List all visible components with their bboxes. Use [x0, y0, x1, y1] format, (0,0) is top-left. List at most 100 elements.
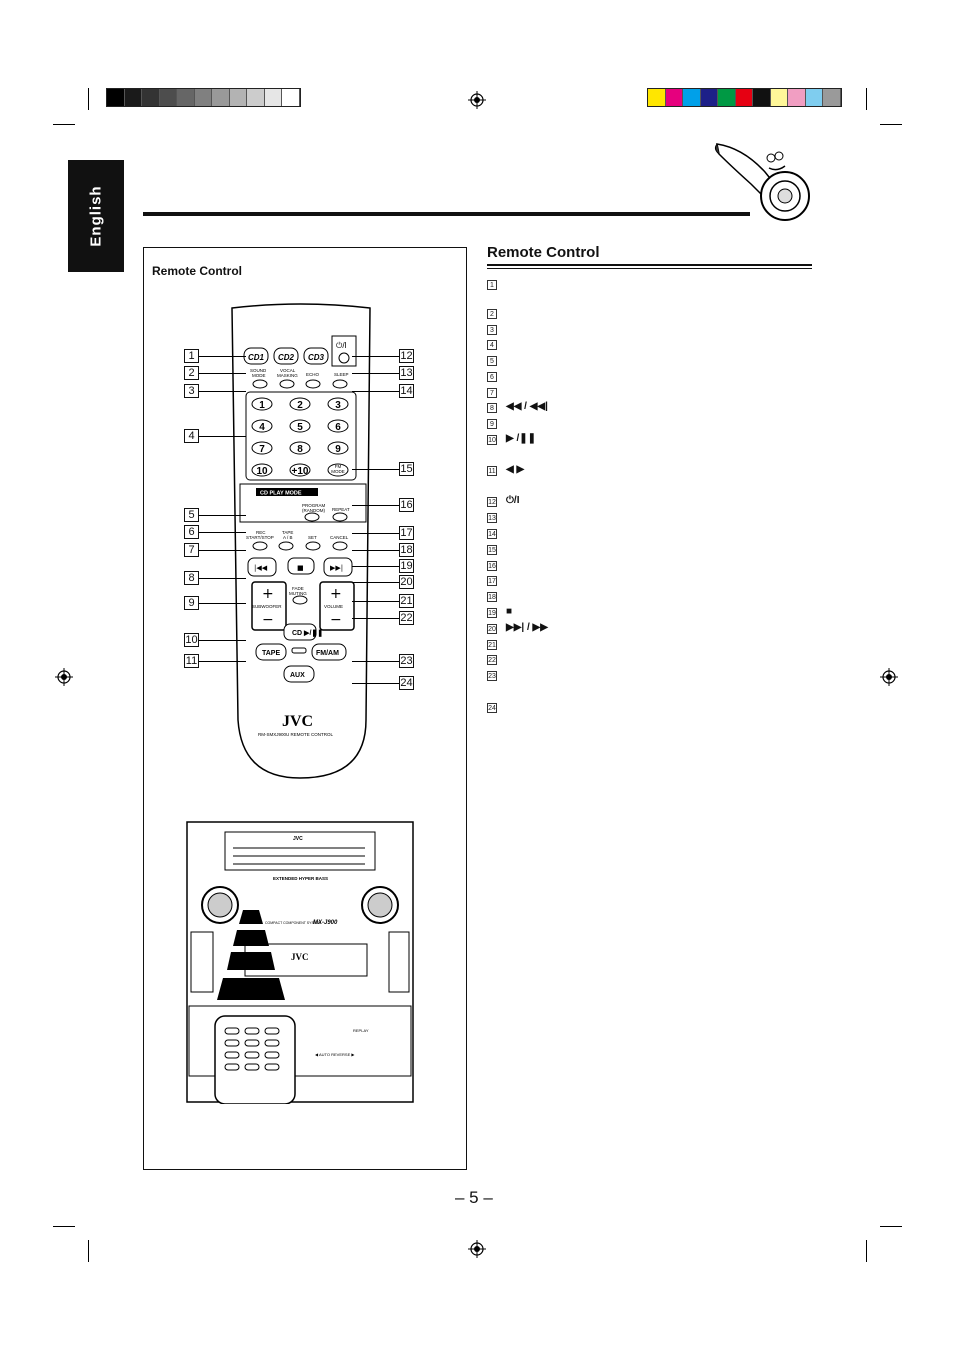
svg-text:1: 1	[259, 400, 265, 411]
color-swatch	[823, 89, 841, 106]
callout-line	[352, 661, 399, 662]
callout-number: 13	[399, 366, 414, 380]
callout-number: 23	[399, 654, 414, 668]
item-number: 14	[487, 529, 497, 539]
item-glyph: ▶ /❚❚	[506, 433, 537, 444]
gray-swatch	[247, 89, 265, 106]
svg-text:2: 2	[297, 400, 303, 411]
svg-text:5: 5	[297, 422, 303, 433]
svg-text:3: 3	[335, 400, 341, 411]
svg-text:■: ■	[297, 564, 304, 572]
svg-text:PROGRAM: PROGRAM	[302, 503, 326, 508]
callout-line	[352, 683, 399, 684]
callout-number: 15	[399, 462, 414, 476]
item-number: 11	[487, 466, 497, 476]
color-swatch	[753, 89, 771, 106]
language-tab-label: English	[87, 185, 105, 247]
callout-line	[352, 601, 399, 602]
color-swatch	[788, 89, 806, 106]
language-tab: English	[68, 160, 124, 272]
item-number: 10	[487, 435, 497, 445]
crop-mark	[880, 1226, 902, 1227]
header-rule	[143, 212, 750, 216]
callout-line	[199, 550, 246, 551]
svg-text:+: +	[330, 586, 342, 602]
svg-text:VOCAL: VOCAL	[280, 368, 296, 373]
registration-mark-icon	[468, 1240, 486, 1258]
color-swatch	[718, 89, 736, 106]
svg-text:FM/AM: FM/AM	[316, 650, 339, 657]
item-number: 23	[487, 671, 497, 681]
gray-swatch	[194, 89, 212, 106]
callout-line	[199, 603, 246, 604]
callout-line	[199, 373, 246, 374]
svg-text:REPEAT: REPEAT	[332, 507, 350, 512]
callout-number: 14	[399, 384, 414, 398]
svg-text:TAPE: TAPE	[282, 530, 293, 535]
item-glyph: ■	[506, 606, 513, 617]
color-scale-strip	[647, 88, 842, 107]
section-rule	[487, 268, 812, 269]
callout-line	[199, 515, 246, 516]
gray-swatch	[212, 89, 230, 106]
callout-number: 8	[184, 571, 199, 585]
section-title: Remote Control	[487, 244, 600, 261]
callout-number: 12	[399, 349, 414, 363]
svg-text:MUTING: MUTING	[289, 591, 307, 596]
item-number: 6	[487, 372, 497, 382]
svg-text:◀ AUTO REVERSE ▶: ◀ AUTO REVERSE ▶	[315, 1052, 355, 1057]
svg-text:(RANDOM): (RANDOM)	[302, 508, 325, 513]
crop-mark	[866, 1240, 867, 1262]
svg-text:ECHO: ECHO	[306, 372, 320, 377]
registration-mark-icon	[880, 668, 898, 686]
svg-text:VOLUME: VOLUME	[324, 604, 343, 609]
callout-number: 22	[399, 611, 414, 625]
section-rule	[487, 264, 812, 266]
svg-text:REPLAY: REPLAY	[353, 1028, 369, 1033]
svg-text:FADE: FADE	[292, 586, 304, 591]
item-number: 21	[487, 640, 497, 650]
gray-scale-strip	[106, 88, 301, 107]
item-glyph: ⏻/I	[506, 495, 520, 506]
item-glyph: ▶▶| / ▶▶	[506, 622, 548, 633]
item-number: 5	[487, 356, 497, 366]
svg-text:CANCEL: CANCEL	[330, 535, 349, 540]
callout-number: 6	[184, 525, 199, 539]
callout-number: 5	[184, 508, 199, 522]
item-number: 18	[487, 592, 497, 602]
item-number: 20	[487, 624, 497, 634]
callout-number: 11	[184, 654, 199, 668]
item-number: 3	[487, 325, 497, 335]
crop-mark	[880, 124, 902, 125]
svg-text:TAPE: TAPE	[262, 650, 280, 657]
svg-text:AUX: AUX	[290, 672, 305, 679]
crop-mark	[53, 124, 75, 125]
svg-text:−: −	[330, 612, 342, 628]
gray-swatch	[229, 89, 247, 106]
svg-text:10: 10	[256, 466, 268, 477]
svg-text:MASKING: MASKING	[277, 373, 298, 378]
svg-text:REC: REC	[256, 530, 266, 535]
svg-text:CD ▶/❚❚: CD ▶/❚❚	[292, 629, 323, 637]
item-number: 1	[487, 280, 497, 290]
item-number: 2	[487, 309, 497, 319]
item-number: 12	[487, 497, 497, 507]
callout-line	[352, 373, 399, 374]
svg-text:SOUND: SOUND	[250, 368, 267, 373]
item-number: 7	[487, 388, 497, 398]
svg-text:|◀◀: |◀◀	[254, 564, 268, 572]
svg-text:SLEEP: SLEEP	[334, 372, 349, 377]
svg-text:CD PLAY MODE: CD PLAY MODE	[260, 491, 302, 497]
svg-text:SUBWOOFER: SUBWOOFER	[252, 604, 282, 609]
item-number: 16	[487, 561, 497, 571]
callout-line	[199, 436, 246, 437]
color-swatch	[665, 89, 683, 106]
callout-number: 24	[399, 676, 414, 690]
registration-mark-icon	[468, 91, 486, 109]
callout-line	[352, 469, 399, 470]
gray-swatch	[124, 89, 142, 106]
callout-line	[199, 356, 246, 357]
color-swatch	[805, 89, 823, 106]
gray-swatch	[282, 89, 300, 106]
svg-text:JVC: JVC	[293, 836, 303, 842]
